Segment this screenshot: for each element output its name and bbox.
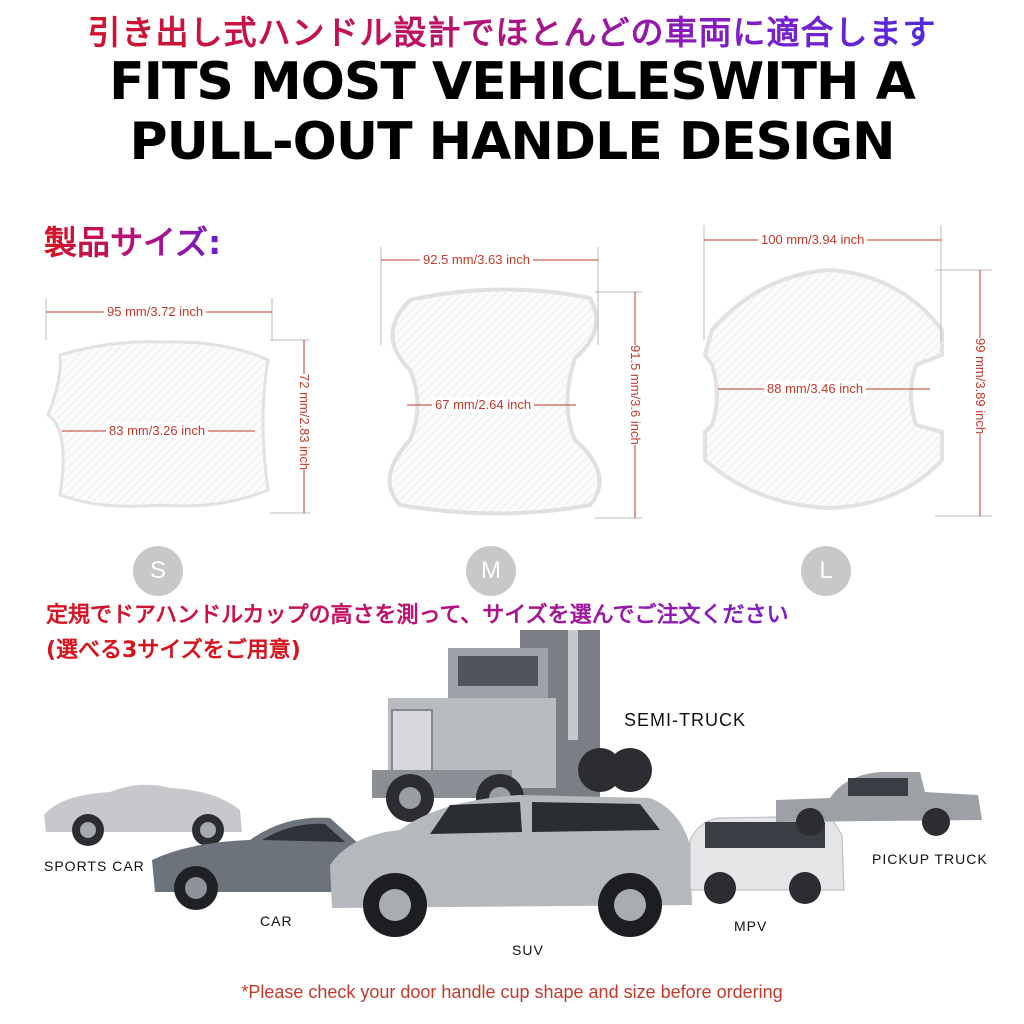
mpv-label: MPV — [734, 918, 768, 934]
sports-car-image — [44, 784, 242, 846]
sports-car-label: SPORTS CAR — [44, 858, 145, 874]
size-m-height-label: 91.5 mm/3.6 inch — [625, 345, 646, 445]
pickup-truck-image — [776, 772, 982, 836]
three-sizes-note: (選べる3サイズをご用意) — [46, 638, 301, 663]
size-m-inner-label: 67 mm/2.64 inch — [432, 397, 535, 412]
measure-instruction: 定規でドアハンドルカップの高さを測って、サイズを選んでご注文ください — [46, 597, 789, 629]
en-headline-line1: FITS MOST VEHICLESWITH A — [109, 52, 916, 112]
size-s-badge: S — [133, 546, 183, 596]
semi-truck-image — [372, 630, 652, 822]
suv-label: SUV — [512, 942, 544, 958]
car-label: CAR — [260, 913, 293, 929]
en-headline: FITS MOST VEHICLESWITH A PULL-OUT HANDLE… — [0, 52, 1024, 172]
size-s-width-label: 95 mm/3.72 inch — [104, 304, 207, 319]
size-s-height-label: 72 mm/2.83 inch — [294, 374, 315, 471]
size-m-badge: M — [466, 546, 516, 596]
semi-truck-label: SEMI-TRUCK — [624, 710, 746, 730]
size-s-inner-label: 83 mm/3.26 inch — [106, 423, 209, 438]
product-size-title: 製品サイズ: — [44, 216, 221, 264]
vehicles-illustration — [44, 630, 982, 937]
size-l-inner-label: 88 mm/3.46 inch — [764, 381, 867, 396]
size-l-badge: L — [801, 546, 851, 596]
en-headline-line2: PULL-OUT HANDLE DESIGN — [129, 112, 895, 172]
size-m-width-label: 92.5 mm/3.63 inch — [420, 252, 533, 267]
pickup-truck-label: PICKUP TRUCK — [872, 851, 988, 867]
size-l-width-label: 100 mm/3.94 inch — [758, 232, 868, 247]
suv-image — [330, 795, 692, 937]
car-image — [152, 817, 362, 910]
size-diagram — [45, 225, 992, 519]
footer-note: *Please check your door handle cup shape… — [241, 982, 783, 1002]
size-l-height-label: 99 mm/3.89 inch — [970, 338, 991, 435]
jp-headline: 引き出し式ハンドル設計でほとんどの車両に適合します — [0, 6, 1024, 54]
